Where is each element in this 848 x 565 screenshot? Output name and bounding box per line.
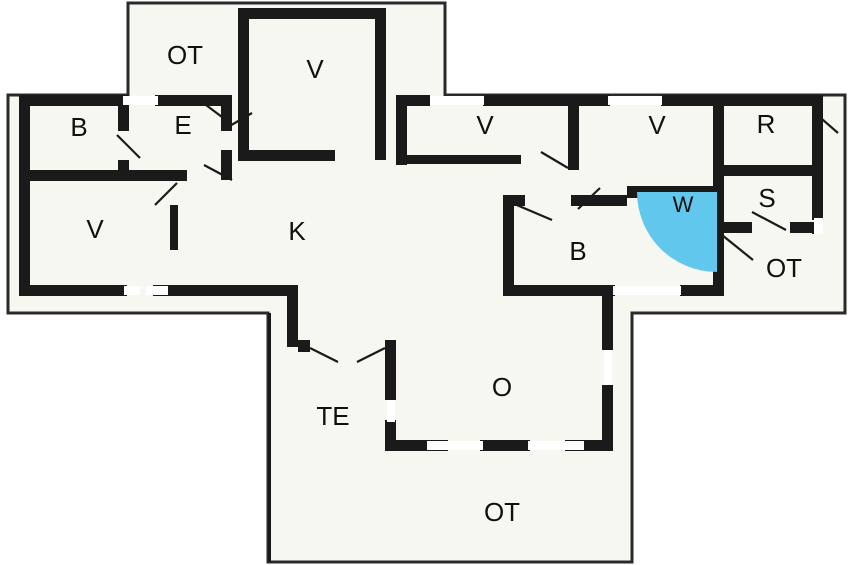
wall-b-bath-bottom-b — [680, 285, 724, 296]
wall-te-top-left-stub — [298, 340, 310, 352]
opening-group — [123, 96, 823, 450]
room-label-v-left-lower: V — [86, 214, 104, 244]
wall-te-left-thin — [268, 313, 271, 562]
wall-s-bottom-a — [724, 222, 752, 233]
wall-left-outer-vertical — [19, 95, 30, 291]
room-label-k-kitchen: K — [288, 216, 306, 246]
wall-upper-right-top-d — [661, 95, 823, 106]
wall-left-top-wall-a — [19, 95, 128, 106]
room-label-w-water: W — [673, 192, 694, 217]
wall-v-top-room-bottom — [238, 150, 335, 161]
opening-window-o-right — [604, 350, 612, 385]
room-label-v-right-2: V — [648, 110, 666, 140]
door-e-to-k — [203, 164, 233, 181]
opening-window-bottom-2 — [146, 286, 168, 295]
wall-k-stub-divider — [170, 205, 178, 250]
opening-window-top-left-1 — [123, 96, 158, 105]
room-label-b-left: B — [70, 112, 87, 142]
wall-left-bottom-wall-b — [153, 285, 298, 296]
opening-window-o-bottom-2 — [528, 441, 584, 450]
opening-window-o-bottom-1 — [427, 441, 483, 450]
wall-left-top-wall-b — [155, 95, 221, 106]
wall-o-bottom-wall-c — [565, 440, 613, 451]
wall-b-bath-top-b — [571, 195, 627, 206]
wall-v-top-room-right — [375, 8, 386, 160]
wall-e-room-right-lower — [221, 150, 232, 180]
opening-window-bottom-1 — [124, 286, 140, 295]
wall-v-top-room-top — [238, 8, 386, 19]
wall-upper-right-top-b — [483, 95, 578, 106]
door-v-left-to-k — [154, 182, 178, 206]
room-label-r-room: R — [757, 109, 776, 139]
room-label-ot-right: OT — [766, 253, 802, 283]
wall-right-outer-vert — [812, 95, 823, 220]
wall-b-bath-bottom-a — [503, 285, 615, 296]
wall-left-bottom-wall-a — [19, 285, 127, 296]
room-label-v-right-1: V — [476, 110, 494, 140]
wall-s-bottom-b — [790, 222, 823, 233]
wall-upper-right-top-a — [396, 95, 430, 106]
room-label-b-bath-right: B — [569, 236, 586, 266]
wall-k-bottom-right-vert — [287, 285, 298, 347]
door-ot-right — [721, 234, 754, 261]
wall-b-room-bottom — [19, 170, 129, 181]
room-label-te-terrace: TE — [316, 401, 349, 431]
wall-e-room-right — [221, 95, 232, 131]
door-s-room — [751, 211, 787, 231]
wall-v-top-room-left — [238, 8, 249, 160]
wall-te-bottom-wall — [385, 440, 433, 451]
wall-v-right-1-left — [396, 95, 407, 165]
wall-v-right-1-bottom — [396, 155, 521, 164]
door-swing-group — [116, 98, 839, 363]
door-b-bath — [511, 201, 553, 222]
door-v-right-2 — [577, 187, 601, 210]
wall-b-bath-top-a — [503, 195, 525, 206]
door-te-right — [356, 347, 386, 363]
wall-r-s-divider — [724, 165, 812, 176]
room-label-ot-bottom: OT — [484, 497, 520, 527]
door-v-right-1 — [540, 151, 569, 169]
wall-o-bottom-wall-b — [480, 440, 530, 451]
wall-b-bath-right-vert — [713, 233, 724, 295]
wall-te-right-vertical-a — [385, 340, 396, 400]
opening-window-te-right — [387, 400, 395, 422]
opening-window-top-right-1 — [430, 96, 484, 105]
wall-upper-right-top-c — [578, 95, 610, 106]
room-label-ot-top: OT — [167, 40, 203, 70]
wall-v-right-2-right — [713, 95, 724, 285]
wall-e-room-bottom-a — [129, 170, 187, 181]
door-r-room — [814, 112, 839, 134]
opening-window-b-bath — [613, 286, 681, 295]
water-feature-shape — [637, 192, 717, 272]
opening-window-right-edge — [814, 218, 823, 234]
room-label-s-room: S — [758, 183, 775, 213]
room-label-group: OT V B E V K V V R S W B OT TE O OT — [70, 40, 802, 527]
wall-b-bath-top-left — [503, 195, 514, 295]
room-label-v-top-center: V — [306, 54, 324, 84]
opening-window-top-right-2 — [608, 96, 662, 105]
wall-w-top-wall — [627, 186, 717, 197]
room-label-o-room: O — [492, 372, 512, 402]
door-e-to-v-top — [227, 112, 253, 128]
door-ot-to-e — [197, 98, 223, 118]
door-b-to-e — [116, 134, 141, 159]
door-te-left — [309, 347, 339, 363]
wall-o-right-vertical-b — [602, 385, 613, 451]
wall-v-right-1-right — [568, 95, 579, 170]
building-floor-fill — [6, 1, 847, 564]
wall-b-e-divider — [118, 95, 129, 131]
wall-o-right-vertical-a — [602, 295, 613, 350]
room-label-e-left: E — [174, 110, 191, 140]
wall-te-right-vertical-b — [385, 420, 396, 450]
